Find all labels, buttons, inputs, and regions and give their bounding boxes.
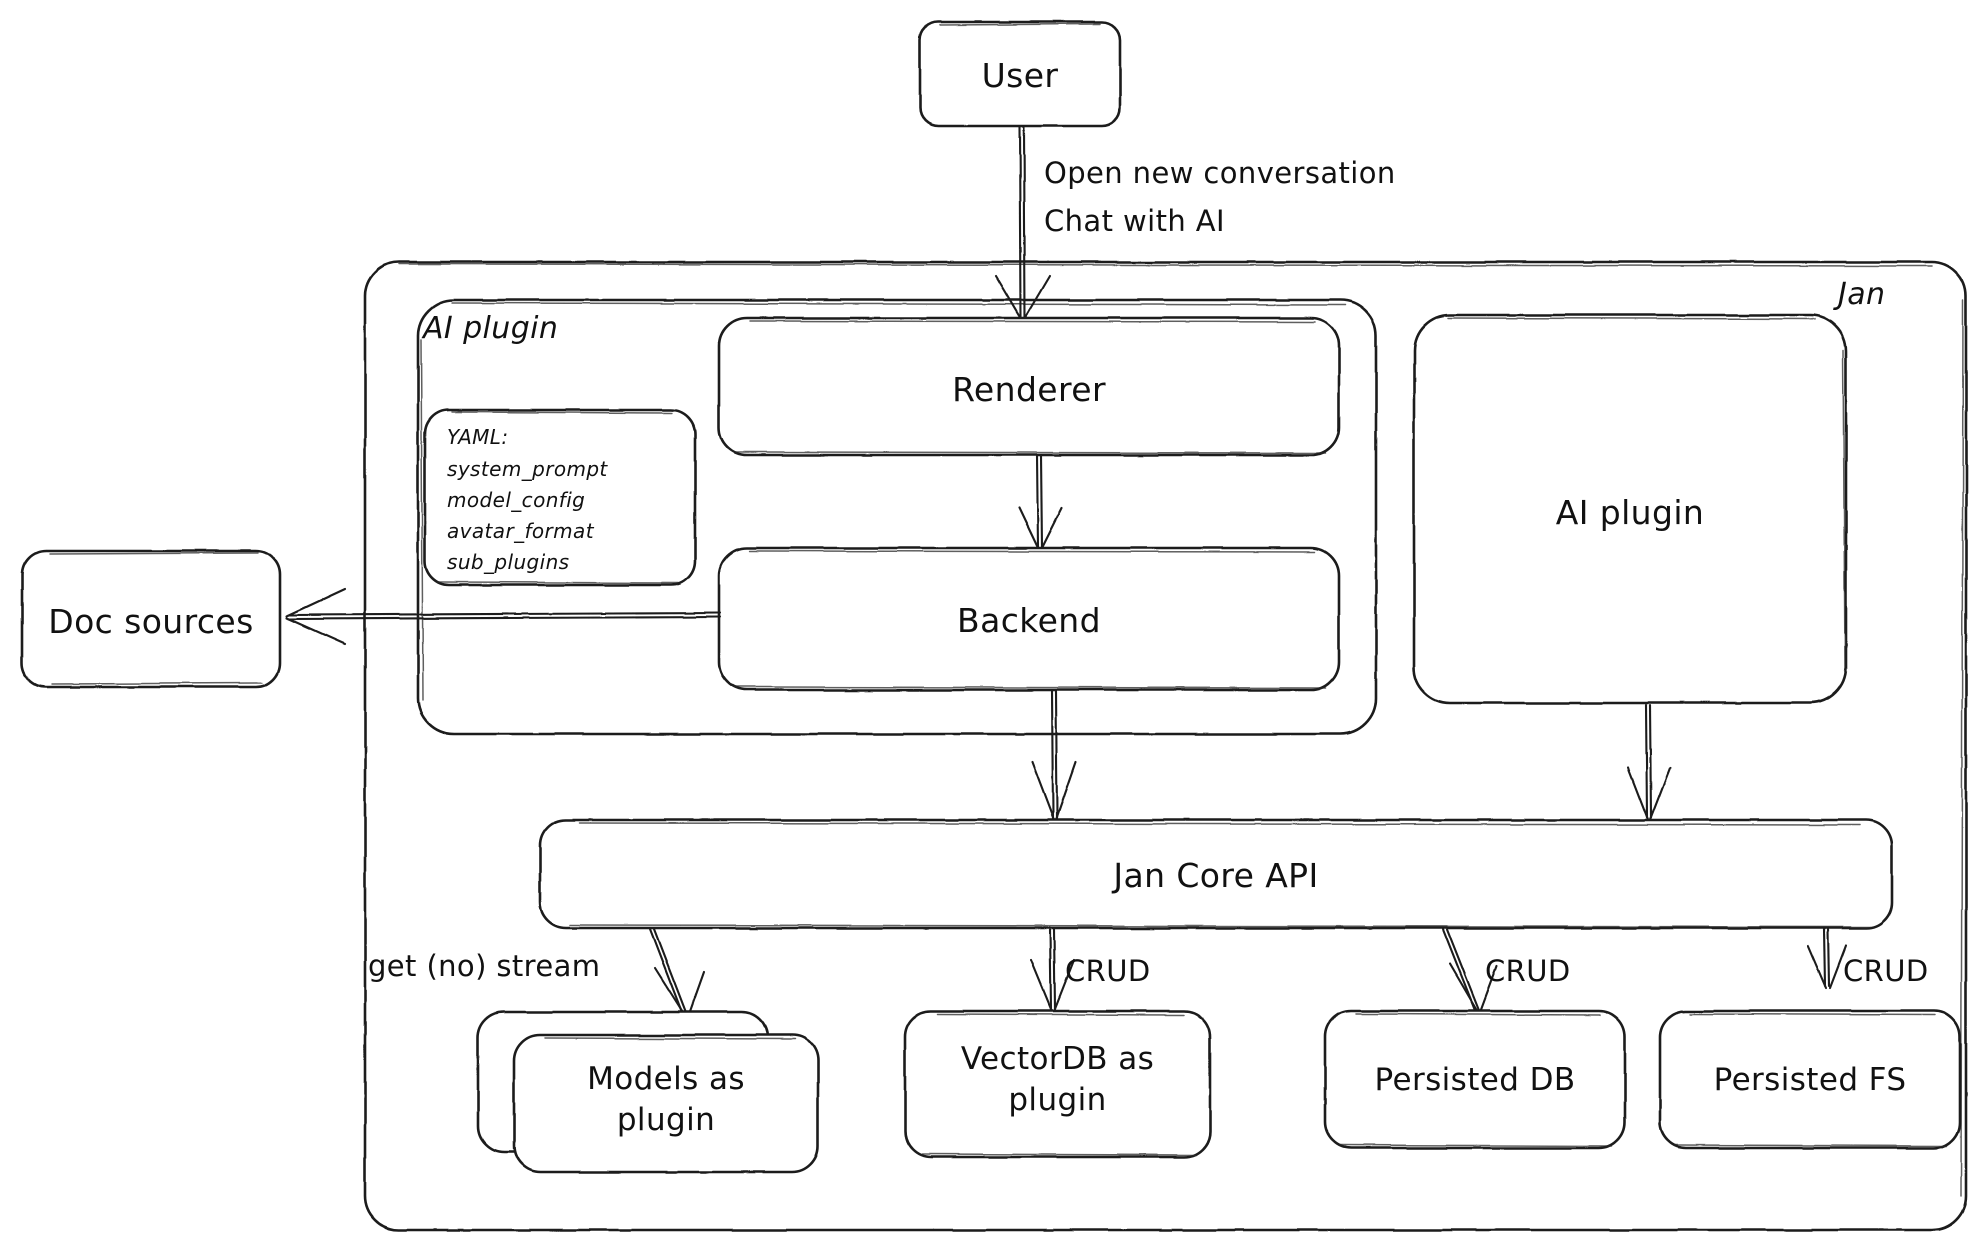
persisted-db-node-label[interactable]: Persisted DB bbox=[1374, 1062, 1576, 1098]
backend-node-label[interactable]: Backend bbox=[957, 601, 1101, 640]
vectordb-plugin-node-outline bbox=[903, 1009, 1212, 1159]
yaml-key-avatar-format: avatar_format bbox=[447, 519, 594, 543]
edge-label-user-to-renderer-line1: Open new conversation bbox=[1044, 156, 1396, 190]
edge-user-to-renderer bbox=[994, 125, 1052, 322]
edge-label-crud-persisted-fs: CRUD bbox=[1843, 954, 1929, 988]
persisted-fs-node-outline bbox=[1658, 1009, 1962, 1150]
edge-label-user-to-renderer-line2: Chat with AI bbox=[1044, 204, 1225, 238]
models-plugin-node-label-line2[interactable]: plugin bbox=[616, 1102, 716, 1138]
yaml-card-outline bbox=[423, 408, 697, 587]
models-plugin-node-outline bbox=[476, 1010, 820, 1174]
doc-sources-node-outline bbox=[20, 549, 282, 689]
backend-node-outline bbox=[717, 546, 1341, 692]
ai-plugin-group-label: AI plugin bbox=[423, 311, 559, 346]
jan-core-api-node-label[interactable]: Jan Core API bbox=[1113, 856, 1319, 895]
edge-renderer-to-backend bbox=[1017, 453, 1064, 552]
edge-core-api-to-persisted-fs bbox=[1806, 927, 1848, 990]
persisted-db-node-outline bbox=[1323, 1009, 1627, 1150]
edge-backend-to-doc-sources bbox=[285, 587, 722, 646]
user-node-label[interactable]: User bbox=[981, 56, 1059, 95]
yaml-key-sub-plugins: sub_plugins bbox=[447, 550, 570, 574]
vectordb-plugin-node-label-line1[interactable]: VectorDB as bbox=[960, 1041, 1155, 1077]
vectordb-plugin-node-label-line2[interactable]: plugin bbox=[1008, 1082, 1107, 1118]
models-plugin-node-label-line1[interactable]: Models as bbox=[587, 1061, 745, 1097]
edge-label-crud-vectordb: CRUD bbox=[1065, 954, 1151, 988]
edge-backend-to-core-api bbox=[1030, 689, 1078, 822]
edge-core-api-to-models bbox=[648, 927, 706, 1019]
edge-core-api-to-vectordb bbox=[1029, 927, 1076, 1013]
edge-core-api-to-persisted-db bbox=[1441, 927, 1499, 1014]
edge-ai-plugin-to-core-api bbox=[1626, 703, 1672, 822]
yaml-key-system-prompt: system_prompt bbox=[447, 457, 608, 481]
edge-label-get-no-stream: get (no) stream bbox=[368, 949, 601, 983]
persisted-fs-node-label[interactable]: Persisted FS bbox=[1713, 1062, 1907, 1098]
doc-sources-node-label[interactable]: Doc sources bbox=[48, 602, 254, 641]
yaml-key-model-config: model_config bbox=[447, 488, 586, 512]
renderer-node-label[interactable]: Renderer bbox=[952, 370, 1106, 409]
edge-label-crud-persisted-db: CRUD bbox=[1485, 954, 1571, 988]
renderer-node-outline bbox=[717, 316, 1341, 457]
yaml-card-header: YAML: bbox=[447, 425, 509, 449]
ai-plugin-right-node-label[interactable]: AI plugin bbox=[1555, 493, 1705, 532]
jan-core-api-node-outline bbox=[538, 818, 1894, 930]
jan-container-label: Jan bbox=[1838, 277, 1886, 312]
ai-plugin-right-node-outline bbox=[1412, 313, 1848, 705]
